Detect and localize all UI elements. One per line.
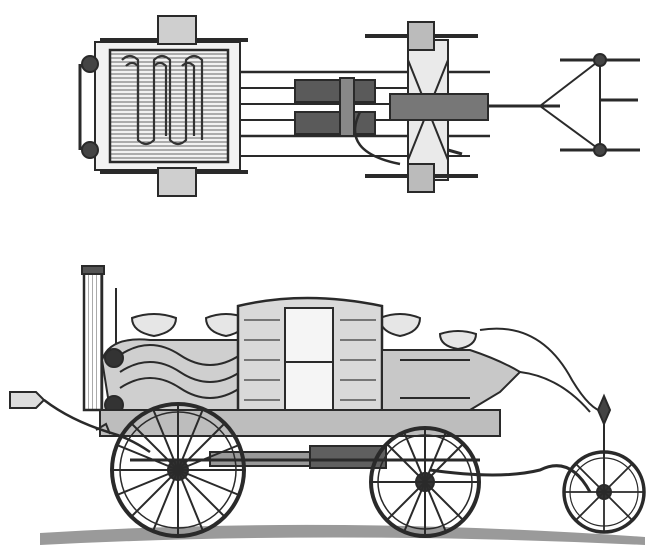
rear-wheel	[110, 402, 246, 538]
plan-boiler-coils	[121, 54, 204, 146]
plan-front-wheel-top	[407, 21, 435, 51]
plan-cylinder-lower	[294, 111, 376, 135]
ground-shadow	[40, 524, 645, 545]
lower-chassis	[99, 409, 501, 437]
plan-front-wheel-bottom	[407, 163, 435, 193]
plan-view	[78, 15, 640, 197]
tow-linkage	[429, 464, 592, 493]
front-wheel	[369, 426, 481, 538]
plan-tow-bar	[539, 53, 640, 157]
plan-rear-wheel-bottom	[157, 167, 197, 197]
seat-rear	[130, 313, 178, 338]
plan-cylinder-upper	[294, 79, 376, 103]
seat-front	[378, 313, 422, 338]
plan-rear-wheel-left-hub-2	[81, 141, 99, 159]
rear-handle	[9, 391, 46, 409]
side-elevation	[9, 265, 646, 545]
front-hood	[381, 349, 522, 411]
plan-rear-wheel-left-hub	[81, 55, 99, 73]
boiler-stack	[82, 268, 104, 412]
plan-crank-assembly	[389, 93, 489, 121]
seat-front-2	[438, 330, 478, 351]
plan-rear-wheel-top	[157, 15, 197, 45]
